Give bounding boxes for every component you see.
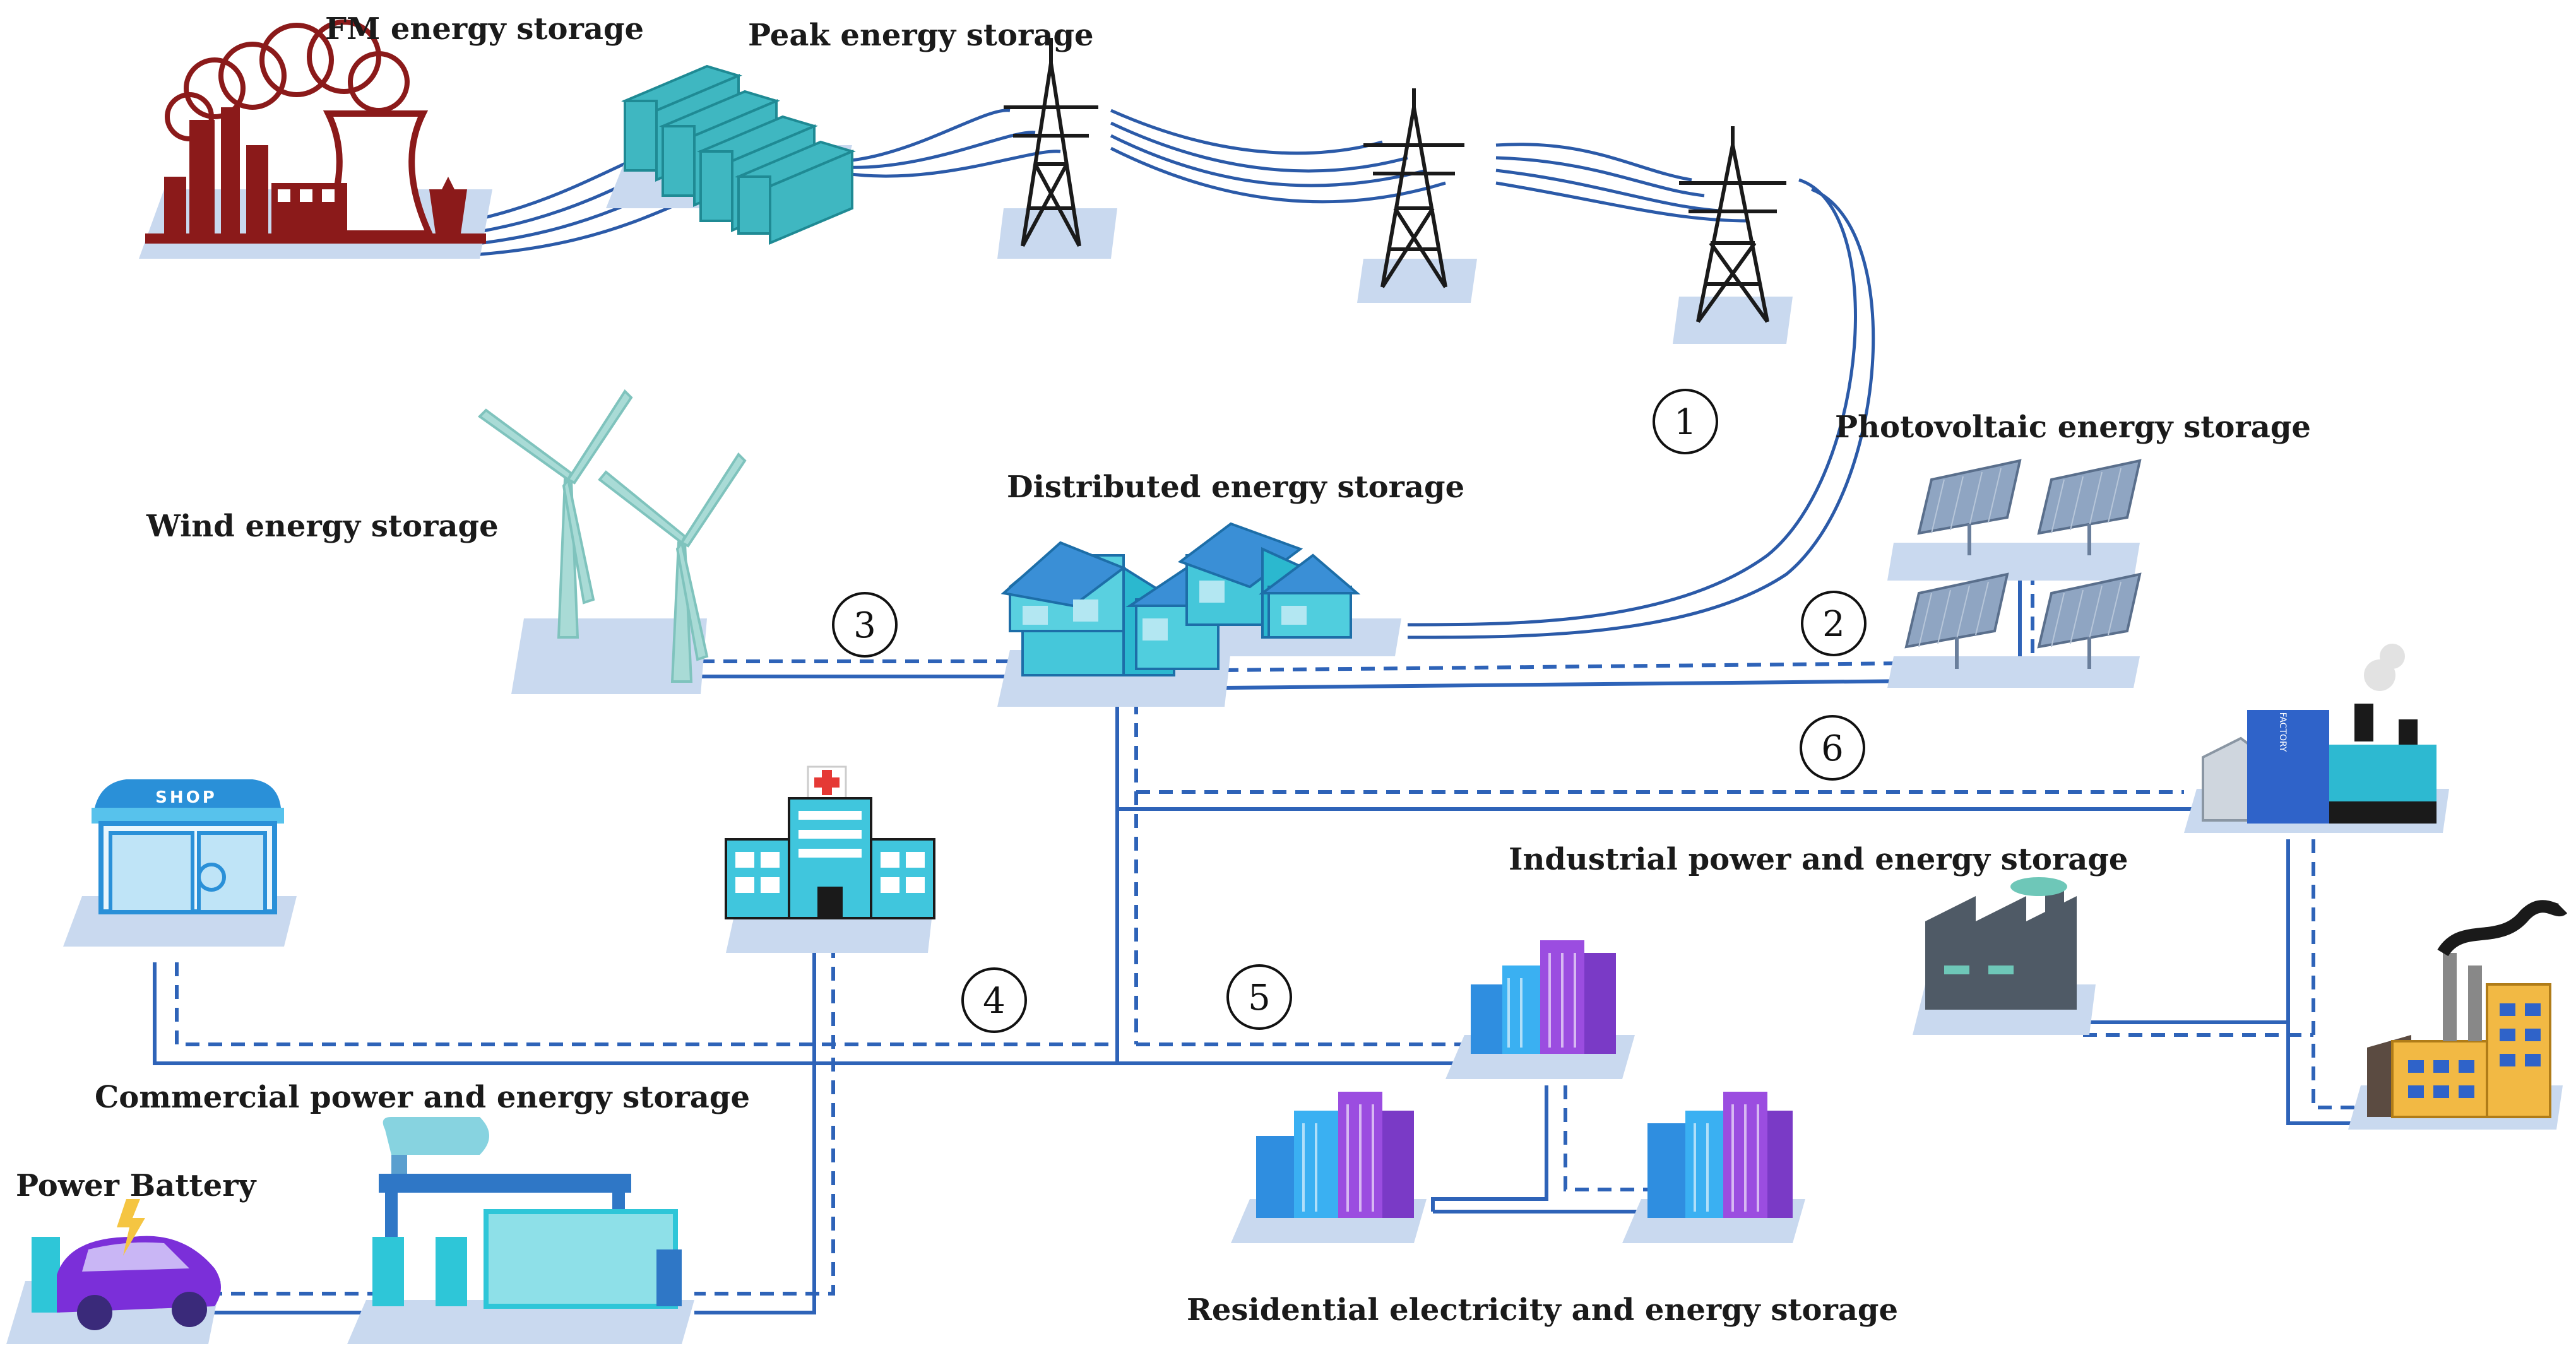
factory-sign: FACTORY xyxy=(2277,712,2288,752)
shop-sign: SHOP xyxy=(155,788,217,807)
wind-turbines xyxy=(477,389,747,694)
marker-label: 1 xyxy=(1674,402,1697,443)
residential-buildings xyxy=(1231,940,1805,1243)
marker-label: 2 xyxy=(1822,604,1845,645)
transmission-tower-2 xyxy=(1357,88,1477,303)
marker-6: 6 xyxy=(1800,715,1865,781)
label-wind-energy-storage: Wind energy storage xyxy=(146,509,499,544)
marker-label: 6 xyxy=(1821,728,1844,769)
marker-label: 5 xyxy=(1248,977,1271,1019)
industrial-factory-yellow xyxy=(2348,900,2568,1130)
marker-5: 5 xyxy=(1226,964,1292,1030)
hospital-building xyxy=(725,765,935,953)
photovoltaic-panels xyxy=(1887,459,2142,688)
marker-3: 3 xyxy=(832,592,898,658)
electric-car xyxy=(6,1199,221,1344)
label-residential-electricity: Residential electricity and energy stora… xyxy=(1187,1292,1898,1328)
label-power-battery: Power Battery xyxy=(16,1168,258,1203)
industrial-factory-grey xyxy=(1913,877,2096,1035)
shop-building: SHOP xyxy=(63,779,297,947)
label-fm-energy-storage: FM energy storage xyxy=(325,11,644,47)
label-commercial-power: Commercial power and energy storage xyxy=(95,1080,750,1115)
label-distributed-energy-storage: Distributed energy storage xyxy=(1007,469,1464,505)
label-photovoltaic-energy-storage: Photovoltaic energy storage xyxy=(1835,410,2311,445)
label-industrial-power: Industrial power and energy storage xyxy=(1509,842,2128,877)
distributed-houses xyxy=(997,522,1401,707)
charging-station xyxy=(347,1117,694,1344)
fm-energy-storage-plant xyxy=(139,20,492,259)
connection-lines xyxy=(153,571,2354,1314)
marker-4: 4 xyxy=(961,967,1027,1033)
transmission-tower-3 xyxy=(1673,126,1793,344)
transmission-tower-1 xyxy=(997,38,1117,259)
marker-label: 3 xyxy=(853,605,876,646)
marker-2: 2 xyxy=(1801,591,1867,656)
marker-label: 4 xyxy=(983,981,1006,1022)
marker-1: 1 xyxy=(1653,389,1718,454)
industrial-factory-main: FACTORY xyxy=(2184,644,2449,833)
label-peak-energy-storage: Peak energy storage xyxy=(748,18,1094,53)
peak-energy-storage-containers xyxy=(606,64,856,245)
